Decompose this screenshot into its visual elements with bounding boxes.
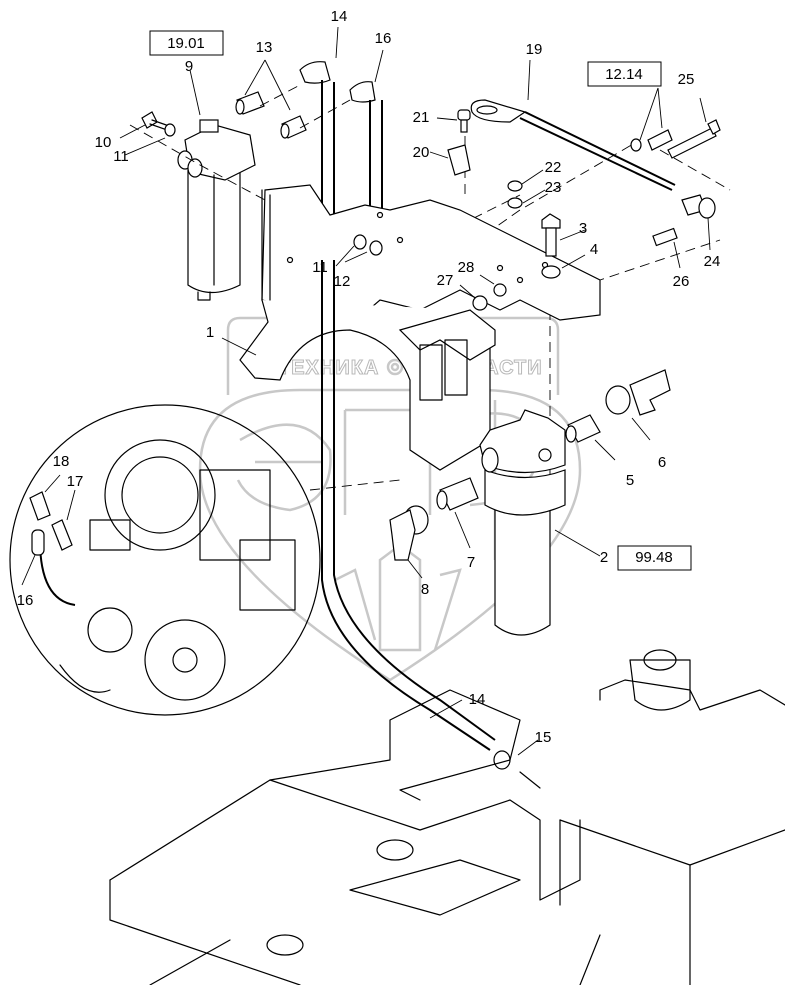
part-spacer-26[interactable] (652, 227, 678, 247)
callout-13[interactable]: 13 (256, 39, 273, 56)
callouts: 1 2 3 4 5 6 7 8 9 10 11 11 12 13 14 14 1… (17, 8, 721, 746)
callout-20[interactable]: 20 (413, 144, 430, 161)
callout-28[interactable]: 28 (458, 259, 475, 276)
part-hose-14-long[interactable] (321, 260, 496, 751)
callout-3[interactable]: 3 (579, 220, 587, 237)
callout-19[interactable]: 19 (526, 41, 543, 58)
callout-1[interactable]: 1 (206, 324, 214, 341)
callout-8[interactable]: 8 (421, 581, 429, 598)
part-tee-6[interactable] (605, 369, 671, 416)
part-cap-18[interactable] (29, 491, 51, 521)
callout-18[interactable]: 18 (53, 453, 70, 470)
part-washer-12-14[interactable] (630, 138, 642, 152)
callout-22[interactable]: 22 (545, 159, 562, 176)
callout-11-middle[interactable]: 11 (312, 259, 328, 276)
part-elbow-8[interactable] (389, 505, 429, 561)
callout-14-bottom[interactable]: 14 (469, 691, 486, 708)
callout-14-top[interactable]: 14 (331, 8, 348, 25)
reference-label: 12.14 (605, 66, 643, 83)
part-rod-19[interactable] (470, 99, 676, 191)
callout-25[interactable]: 25 (678, 71, 695, 88)
part-fitting-5[interactable] (565, 414, 601, 443)
part-fitting-17[interactable] (51, 519, 73, 551)
leader-lines (21, 26, 711, 756)
inset-engine-detail (9, 404, 321, 716)
reference-box-19-01[interactable]: 19.01 (149, 30, 224, 56)
callout-10[interactable]: 10 (95, 134, 112, 151)
callout-9[interactable]: 9 (185, 58, 193, 75)
callout-11-top[interactable]: 11 (113, 148, 129, 165)
part-hose-16-inset[interactable] (31, 529, 45, 556)
part-washer-11-middle[interactable] (353, 234, 367, 250)
part-nut-27[interactable] (472, 295, 488, 311)
part-clip-20[interactable] (447, 144, 471, 176)
part-fitting-7[interactable] (436, 477, 479, 511)
callout-26[interactable]: 26 (673, 273, 690, 290)
callout-6[interactable]: 6 (658, 454, 666, 471)
logo-wheat (334, 543, 462, 652)
reference-label: 19.01 (167, 35, 205, 52)
part-bolt-3[interactable] (541, 213, 561, 257)
reference-box-12-14[interactable]: 12.14 (587, 61, 662, 87)
callout-27[interactable]: 27 (437, 272, 454, 289)
part-nut-23[interactable] (507, 197, 523, 209)
part-bolt-12-14[interactable] (647, 129, 673, 151)
part-washer-11[interactable] (164, 123, 176, 137)
fuel-tank (109, 649, 785, 985)
callout-24[interactable]: 24 (704, 253, 721, 270)
callout-21[interactable]: 21 (413, 109, 430, 126)
part-washer-4[interactable] (541, 265, 561, 279)
part-screw-21[interactable] (457, 109, 471, 133)
part-bracket-1[interactable] (239, 184, 601, 471)
part-washer-22[interactable] (507, 180, 523, 192)
part-fuel-filter-9[interactable] (177, 119, 256, 301)
reference-box-99-48[interactable]: 99.48 (617, 545, 692, 571)
gear-icon (386, 358, 404, 376)
part-fitting-13[interactable] (235, 91, 307, 139)
part-clamp-15[interactable] (493, 750, 541, 789)
callout-4[interactable]: 4 (590, 241, 598, 258)
callout-16-top[interactable]: 16 (375, 30, 392, 47)
callout-15[interactable]: 15 (535, 729, 552, 746)
part-bolt-25[interactable] (667, 119, 721, 159)
reference-label: 99.48 (635, 549, 673, 566)
callout-23[interactable]: 23 (545, 179, 562, 196)
part-filter-2[interactable] (479, 409, 566, 636)
callout-7[interactable]: 7 (467, 554, 475, 571)
part-nut-12[interactable] (369, 240, 383, 256)
callout-17[interactable]: 17 (67, 473, 84, 490)
part-bushing-24[interactable] (681, 194, 716, 219)
callout-5[interactable]: 5 (626, 472, 634, 489)
callout-16-inset[interactable]: 16 (17, 592, 34, 609)
callout-2[interactable]: 2 (600, 549, 608, 566)
callout-12[interactable]: 12 (334, 273, 351, 290)
watermark-left-text: ТЕХНИКА (278, 357, 379, 379)
part-washer-28[interactable] (493, 283, 507, 297)
